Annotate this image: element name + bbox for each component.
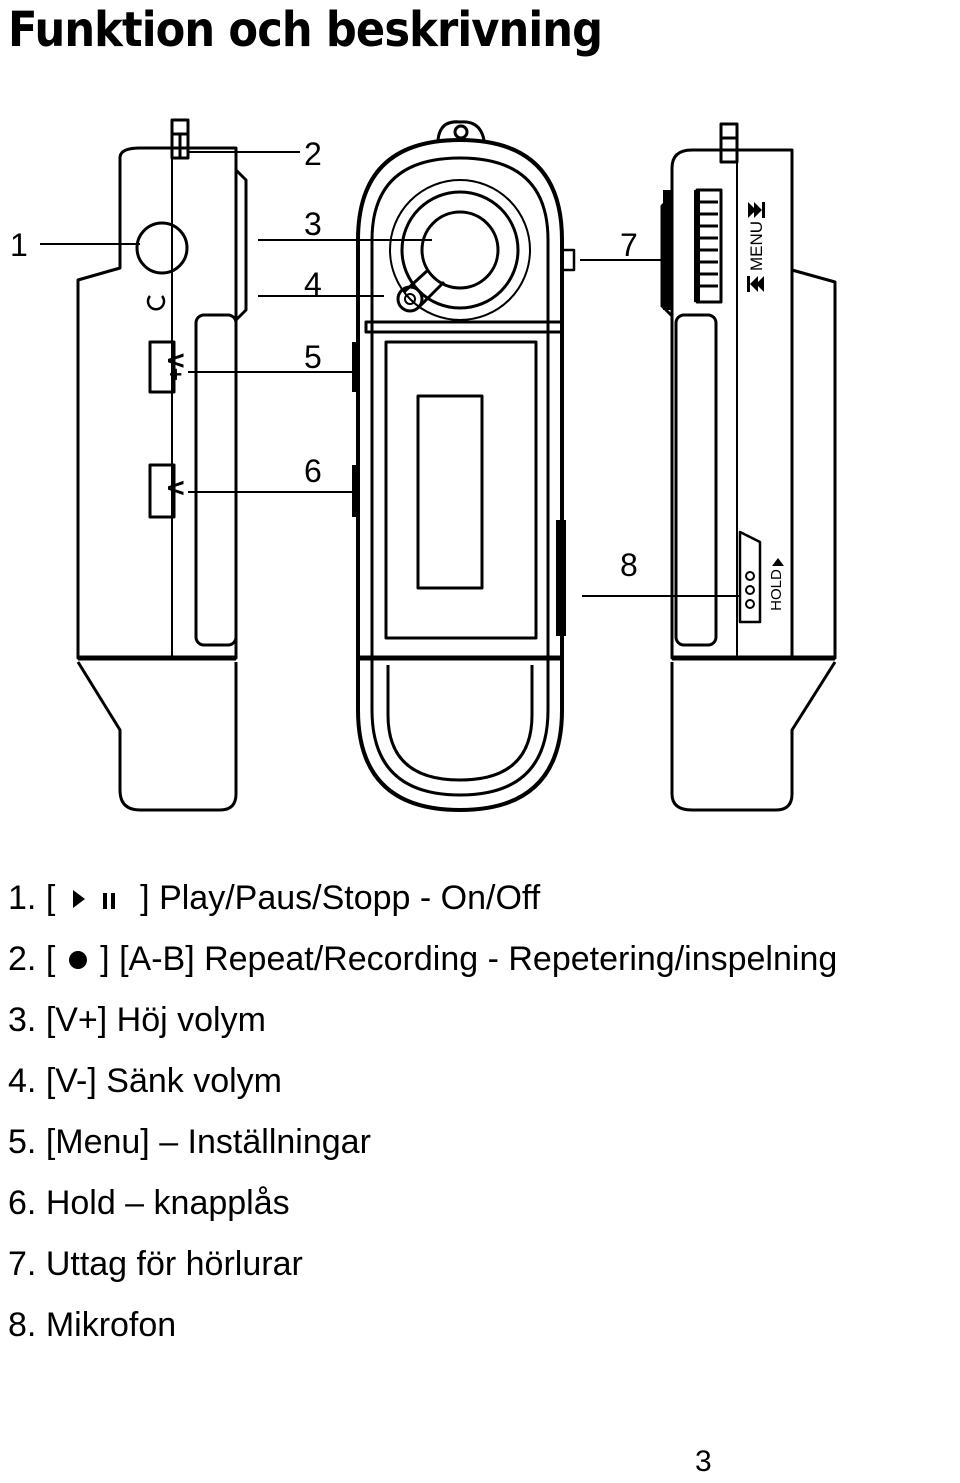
callout-4: 4	[304, 266, 322, 302]
bracket-close: ]	[140, 879, 150, 917]
callout-7: 7	[620, 227, 638, 263]
prev-track-icon	[747, 276, 764, 292]
device-labels: V+ V- MENU HOLD	[163, 202, 785, 611]
legend-list: 1. [ ] Play/Paus/Stopp - On/Off 2. [ ] […	[8, 868, 837, 1356]
next-track-icon	[748, 202, 765, 218]
callout-1: 1	[10, 227, 28, 263]
callout-6: 6	[304, 453, 322, 489]
legend-text: Mikrofon	[45, 1306, 177, 1344]
legend-text: [A-B] Repeat/Recording - Repetering/insp…	[119, 940, 838, 978]
play-pause-icon	[72, 890, 115, 909]
legend-number: 7.	[8, 1245, 37, 1283]
legend-item: 6. Hold – knapplås	[8, 1173, 837, 1234]
legend-text: [Menu] – Inställningar	[45, 1123, 371, 1161]
legend-number: 8.	[8, 1306, 37, 1344]
legend-number: 1.	[8, 879, 37, 917]
device-diagram: V+ V- MENU HOLD 1 2 3 4 5 6 7 8	[10, 118, 837, 812]
legend-number: 3.	[8, 1001, 37, 1039]
legend-item: 1. [ ] Play/Paus/Stopp - On/Off	[8, 868, 837, 929]
page-title: Funktion och beskrivning	[8, 2, 603, 58]
legend-item: 7. Uttag för hörlurar	[8, 1234, 837, 1295]
legend-number: 6.	[8, 1184, 37, 1222]
record-dot-icon	[68, 951, 87, 969]
legend-text: [V+] Höj volym	[45, 1001, 266, 1039]
legend-text: Uttag för hörlurar	[45, 1245, 303, 1283]
page-number: 3	[695, 1445, 712, 1478]
bracket-close: ]	[100, 940, 110, 978]
legend-text: [V-] Sänk volym	[45, 1062, 283, 1100]
legend-item: 3. [V+] Höj volym	[8, 990, 837, 1051]
left-side-view	[76, 118, 248, 812]
legend-item: 5. [Menu] – Inställningar	[8, 1112, 837, 1173]
legend-text: Play/Paus/Stopp - On/Off	[159, 879, 541, 917]
right-side-view	[660, 122, 837, 812]
vplus-label: V+	[163, 353, 188, 381]
hold-arrow-icon	[772, 558, 784, 566]
legend-item: 8. Mikrofon	[8, 1295, 837, 1356]
legend-number: 2.	[8, 940, 37, 978]
bracket-open: [	[45, 879, 56, 917]
legend-text: Hold – knapplås	[45, 1184, 290, 1222]
callout-5: 5	[304, 339, 322, 375]
legend-item: 2. [ ] [A-B] Repeat/Recording - Repeteri…	[8, 929, 837, 990]
menu-label: MENU	[747, 221, 766, 271]
callout-numbers: 1 2 3 4 5 6 7 8	[10, 136, 638, 583]
vminus-label: V-	[163, 481, 188, 502]
legend-number: 4.	[8, 1062, 37, 1100]
hold-label: HOLD	[768, 569, 785, 611]
callout-3: 3	[304, 206, 322, 242]
callout-leaders	[40, 151, 740, 597]
front-view	[352, 120, 576, 812]
legend-number: 5.	[8, 1123, 37, 1161]
callout-2: 2	[304, 136, 322, 172]
callout-8: 8	[620, 547, 638, 583]
power-icon	[146, 295, 166, 311]
bracket-open: [	[45, 940, 56, 978]
legend-item: 4. [V-] Sänk volym	[8, 1051, 837, 1112]
